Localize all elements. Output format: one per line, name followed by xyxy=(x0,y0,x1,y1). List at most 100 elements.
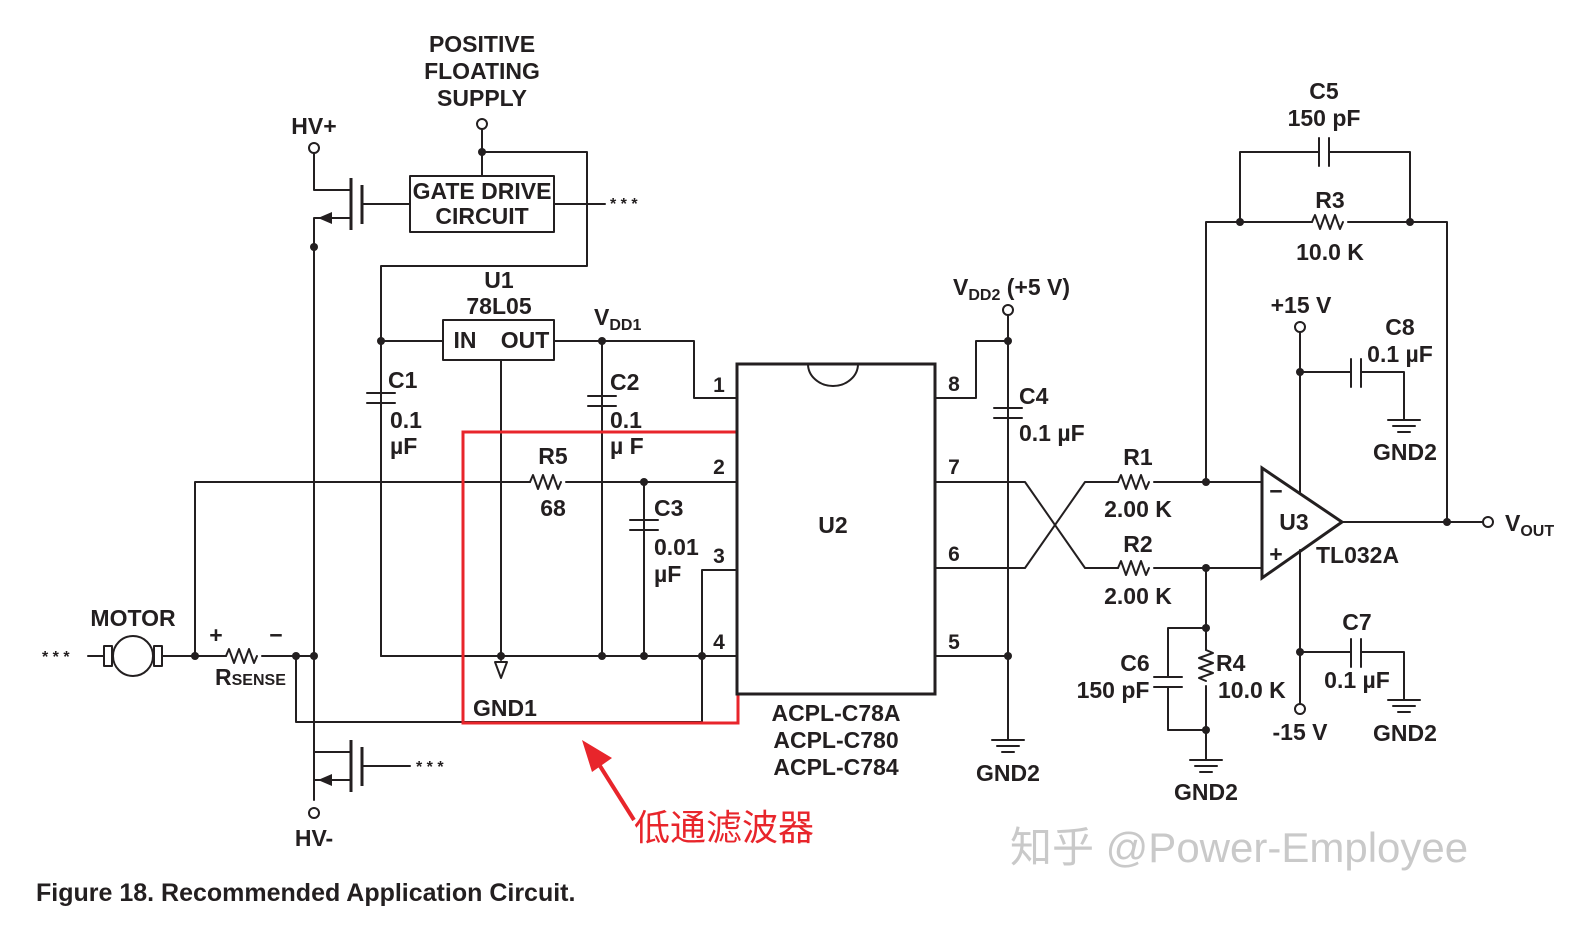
junction-dot xyxy=(191,652,199,660)
u2-part-1: ACPL-C78A xyxy=(771,700,900,726)
r3-right-wire xyxy=(1347,221,1448,523)
r5-resistor xyxy=(529,474,562,490)
neg15-terminal xyxy=(1294,703,1306,715)
u2-notch xyxy=(807,363,859,387)
u1-pin-out: OUT xyxy=(501,327,550,353)
u2-pin-1: 1 xyxy=(713,374,725,397)
c1-value-line2: µF xyxy=(390,433,417,459)
junction-dot xyxy=(1406,218,1414,226)
r4-value: 10.0 K xyxy=(1218,677,1286,703)
hv-neg-label: HV- xyxy=(295,825,333,851)
neg15-label: -15 V xyxy=(1273,719,1329,745)
pin6-wire xyxy=(934,481,1119,569)
low-pass-filter-annotation: 低通滤波器 xyxy=(634,807,814,848)
c7-right-wire xyxy=(1361,651,1405,701)
u2-part-2: ACPL-C780 xyxy=(773,727,898,753)
c3-value-line2: µF xyxy=(654,561,681,587)
c5-ref: C5 xyxy=(1309,78,1339,104)
junction-dot xyxy=(1443,518,1451,526)
r1-resistor xyxy=(1117,474,1150,490)
vdd2-label: VDD2 (+5 V) xyxy=(953,274,1070,304)
u1-part: 78L05 xyxy=(466,293,531,319)
vout-terminal xyxy=(1482,516,1494,528)
pos15-terminal xyxy=(1294,321,1306,333)
junction-dot xyxy=(640,478,648,486)
rsense-label: RSENSE xyxy=(215,664,286,690)
c3-ref: C3 xyxy=(654,495,683,521)
u3-ref: U3 xyxy=(1279,509,1308,535)
feedback-wire-in xyxy=(1205,221,1241,483)
c5-left-wire xyxy=(1239,151,1319,223)
supply-label-line1: POSITIVE xyxy=(429,31,535,57)
r1-ref: R1 xyxy=(1123,444,1153,470)
u2-pin-2: 2 xyxy=(713,456,725,479)
u3-part: TL032A xyxy=(1316,542,1399,568)
upper-mosfet xyxy=(313,152,411,248)
c7-ref: C7 xyxy=(1342,609,1371,635)
gnd2-symbol-c4 xyxy=(991,739,1025,753)
gnd2-symbol-c8 xyxy=(1387,419,1421,433)
c4-ref: C4 xyxy=(1019,383,1049,409)
gnd2-symbol-r4 xyxy=(1189,759,1223,773)
vdd1-label: VDD1 xyxy=(594,304,641,334)
c5-capacitor xyxy=(1318,137,1330,167)
junction-dot xyxy=(640,652,648,660)
r2-value: 2.00 K xyxy=(1104,583,1172,609)
c6-top-wire xyxy=(1167,627,1207,677)
junction-dot xyxy=(497,652,505,660)
hv-pos-label: HV+ xyxy=(291,113,336,139)
gnd1-label: GND1 xyxy=(473,695,537,721)
continuation-marker-lower: * * * xyxy=(416,759,444,776)
vdd2-terminal xyxy=(1002,304,1014,316)
c8-value: 0.1 µF xyxy=(1367,341,1433,367)
u2-pin-5: 5 xyxy=(948,631,960,654)
gnd2-label-c7: GND2 xyxy=(1373,720,1437,746)
gate-drive-label-line2: CIRCUIT xyxy=(435,203,528,229)
supply-label-line2: FLOATING xyxy=(424,58,540,84)
u2-pin-3: 3 xyxy=(713,545,725,568)
c6-ref: C6 xyxy=(1120,650,1149,676)
r4-ref: R4 xyxy=(1216,650,1246,676)
r4-resistor xyxy=(1198,649,1214,682)
c2-ref: C2 xyxy=(610,369,639,395)
u2-ref: U2 xyxy=(818,512,847,538)
supply-label-line3: SUPPLY xyxy=(437,85,527,111)
junction-dot xyxy=(1004,652,1012,660)
u2-pin-8: 8 xyxy=(948,373,960,396)
c7-capacitor xyxy=(1350,638,1362,668)
junction-dot xyxy=(292,652,300,660)
c8-ref: C8 xyxy=(1385,314,1415,340)
r3-ref: R3 xyxy=(1315,187,1344,213)
sense-input-wire xyxy=(194,481,531,657)
u3-plus: + xyxy=(1269,541,1282,567)
r2-resistor xyxy=(1117,560,1150,576)
r5-value: 68 xyxy=(540,495,566,521)
c8-capacitor xyxy=(1350,358,1362,388)
junction-dot xyxy=(1202,478,1210,486)
annotation-arrow xyxy=(582,740,636,822)
r5-ref: R5 xyxy=(538,443,568,469)
figure-caption: Figure 18. Recommended Application Circu… xyxy=(36,879,575,907)
rsense-plus: + xyxy=(209,622,222,648)
u3-opamp xyxy=(1260,465,1345,581)
u2-pin-6: 6 xyxy=(948,543,960,566)
c3-value-line1: 0.01 xyxy=(654,534,699,560)
u2-pin-4: 4 xyxy=(713,631,725,654)
continuation-marker-motor: * * * xyxy=(42,649,70,666)
pin8-wire xyxy=(934,340,1009,399)
c2-value-line1: 0.1 xyxy=(610,407,642,433)
c1-capacitor xyxy=(366,392,396,404)
u2-box xyxy=(735,362,937,696)
junction-dot xyxy=(598,652,606,660)
junction-dot xyxy=(1202,564,1210,572)
gnd2-label-r4: GND2 xyxy=(1174,779,1238,805)
c4-value: 0.1 µF xyxy=(1019,420,1085,446)
c6-value: 150 pF xyxy=(1077,677,1150,703)
rsense-resistor xyxy=(225,648,258,664)
r3-resistor xyxy=(1311,214,1344,230)
hv-neg-terminal xyxy=(308,807,320,819)
pos15-label: +15 V xyxy=(1271,292,1332,318)
u2-pin-7: 7 xyxy=(948,456,960,479)
gnd2-label-c8: GND2 xyxy=(1373,439,1437,465)
gnd2-symbol-c7 xyxy=(1387,699,1421,713)
